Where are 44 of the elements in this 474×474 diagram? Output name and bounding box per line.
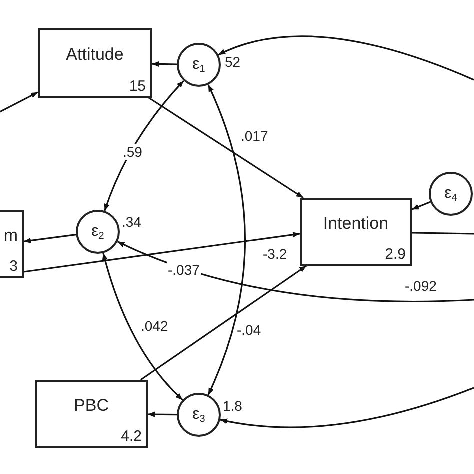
variable-box [38,28,152,98]
path-arrow [24,234,76,244]
variable-name: PBC [73,396,110,416]
intercept-value: 3 [10,258,18,275]
variable-box [35,380,148,448]
error-term-label: ε$_{1}$ [192,56,206,74]
connector-line [412,232,474,235]
variable-name: m [2,226,19,246]
path-arrow [152,61,178,68]
variable-name: Attitude [65,45,125,65]
path-arrow [412,201,431,210]
variance-value: .34 [122,214,142,230]
variable-box [300,198,412,266]
edge-label: -.04 [236,322,262,338]
edge-label: .59 [122,144,144,160]
variable-name: Intention [322,214,390,234]
variance-value: 52 [225,54,241,70]
error-term-circle [177,43,221,87]
covariance-arrow [208,84,246,396]
path-arrow [140,265,308,381]
intercept-value: 2.9 [385,246,406,263]
path-arrow [218,36,474,81]
edge-label: .017 [240,128,270,144]
error-term-circle [429,172,473,216]
coefficient-label: -.092 [404,278,438,294]
covariance-arrow [104,80,184,212]
path-arrow [24,232,300,273]
error-term-label: ε$_{3}$ [192,406,206,424]
edge-label: -3.2 [262,246,288,262]
edge-label: -.037 [167,262,201,278]
variance-value: 1.8 [223,398,242,414]
error-term-label: ε$_{2}$ [92,222,104,242]
edge-label: .042 [140,318,170,334]
error-term-circle [76,210,120,254]
intercept-value: 15 [129,78,146,95]
error-term-label: ε$_{4}$ [444,184,458,204]
covariance-arrow [102,253,184,401]
path-arrow [148,97,304,199]
path-arrow [0,92,38,113]
path-arrow [117,241,474,303]
path-arrow [220,387,474,428]
path-arrow [148,412,177,418]
intercept-value: 4.2 [121,428,142,445]
error-term-circle [177,393,221,437]
